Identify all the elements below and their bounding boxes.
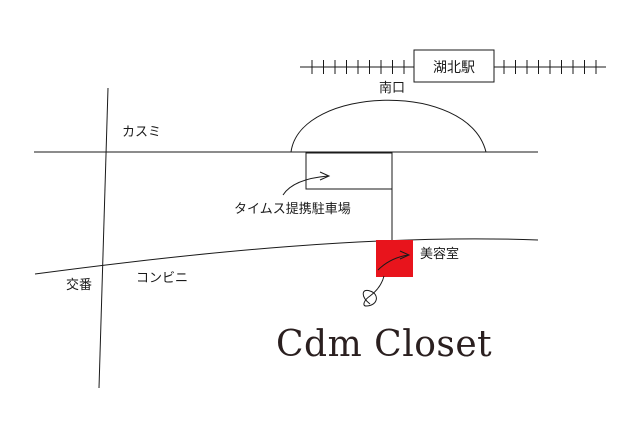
road-lower: [34, 238, 539, 275]
shop-marker-arrowhead: [399, 250, 411, 260]
parking-label: タイムス提携駐車場: [234, 201, 351, 217]
station-box: [413, 49, 495, 83]
station-exit-label: 南口: [379, 80, 405, 96]
shop-name: Cdm Closet: [276, 324, 492, 365]
police-box-label: 交番: [66, 277, 92, 293]
shop-marker-arrow: [377, 254, 409, 271]
convenience-store-label: コンビニ: [136, 271, 188, 286]
parking-arrowhead: [319, 171, 331, 181]
salon-label: 美容室: [420, 246, 459, 262]
parking-lot: [305, 152, 393, 190]
railway-line: [300, 60, 606, 74]
road-vertical: [98, 87, 109, 389]
shop-pointer-swirl: [362, 275, 385, 307]
parking-pointer-arrow: [282, 175, 329, 196]
station-plaza-arc: [290, 99, 487, 153]
station-name: 湖北駅: [433, 60, 475, 76]
supermarket-label: カスミ: [122, 125, 161, 140]
